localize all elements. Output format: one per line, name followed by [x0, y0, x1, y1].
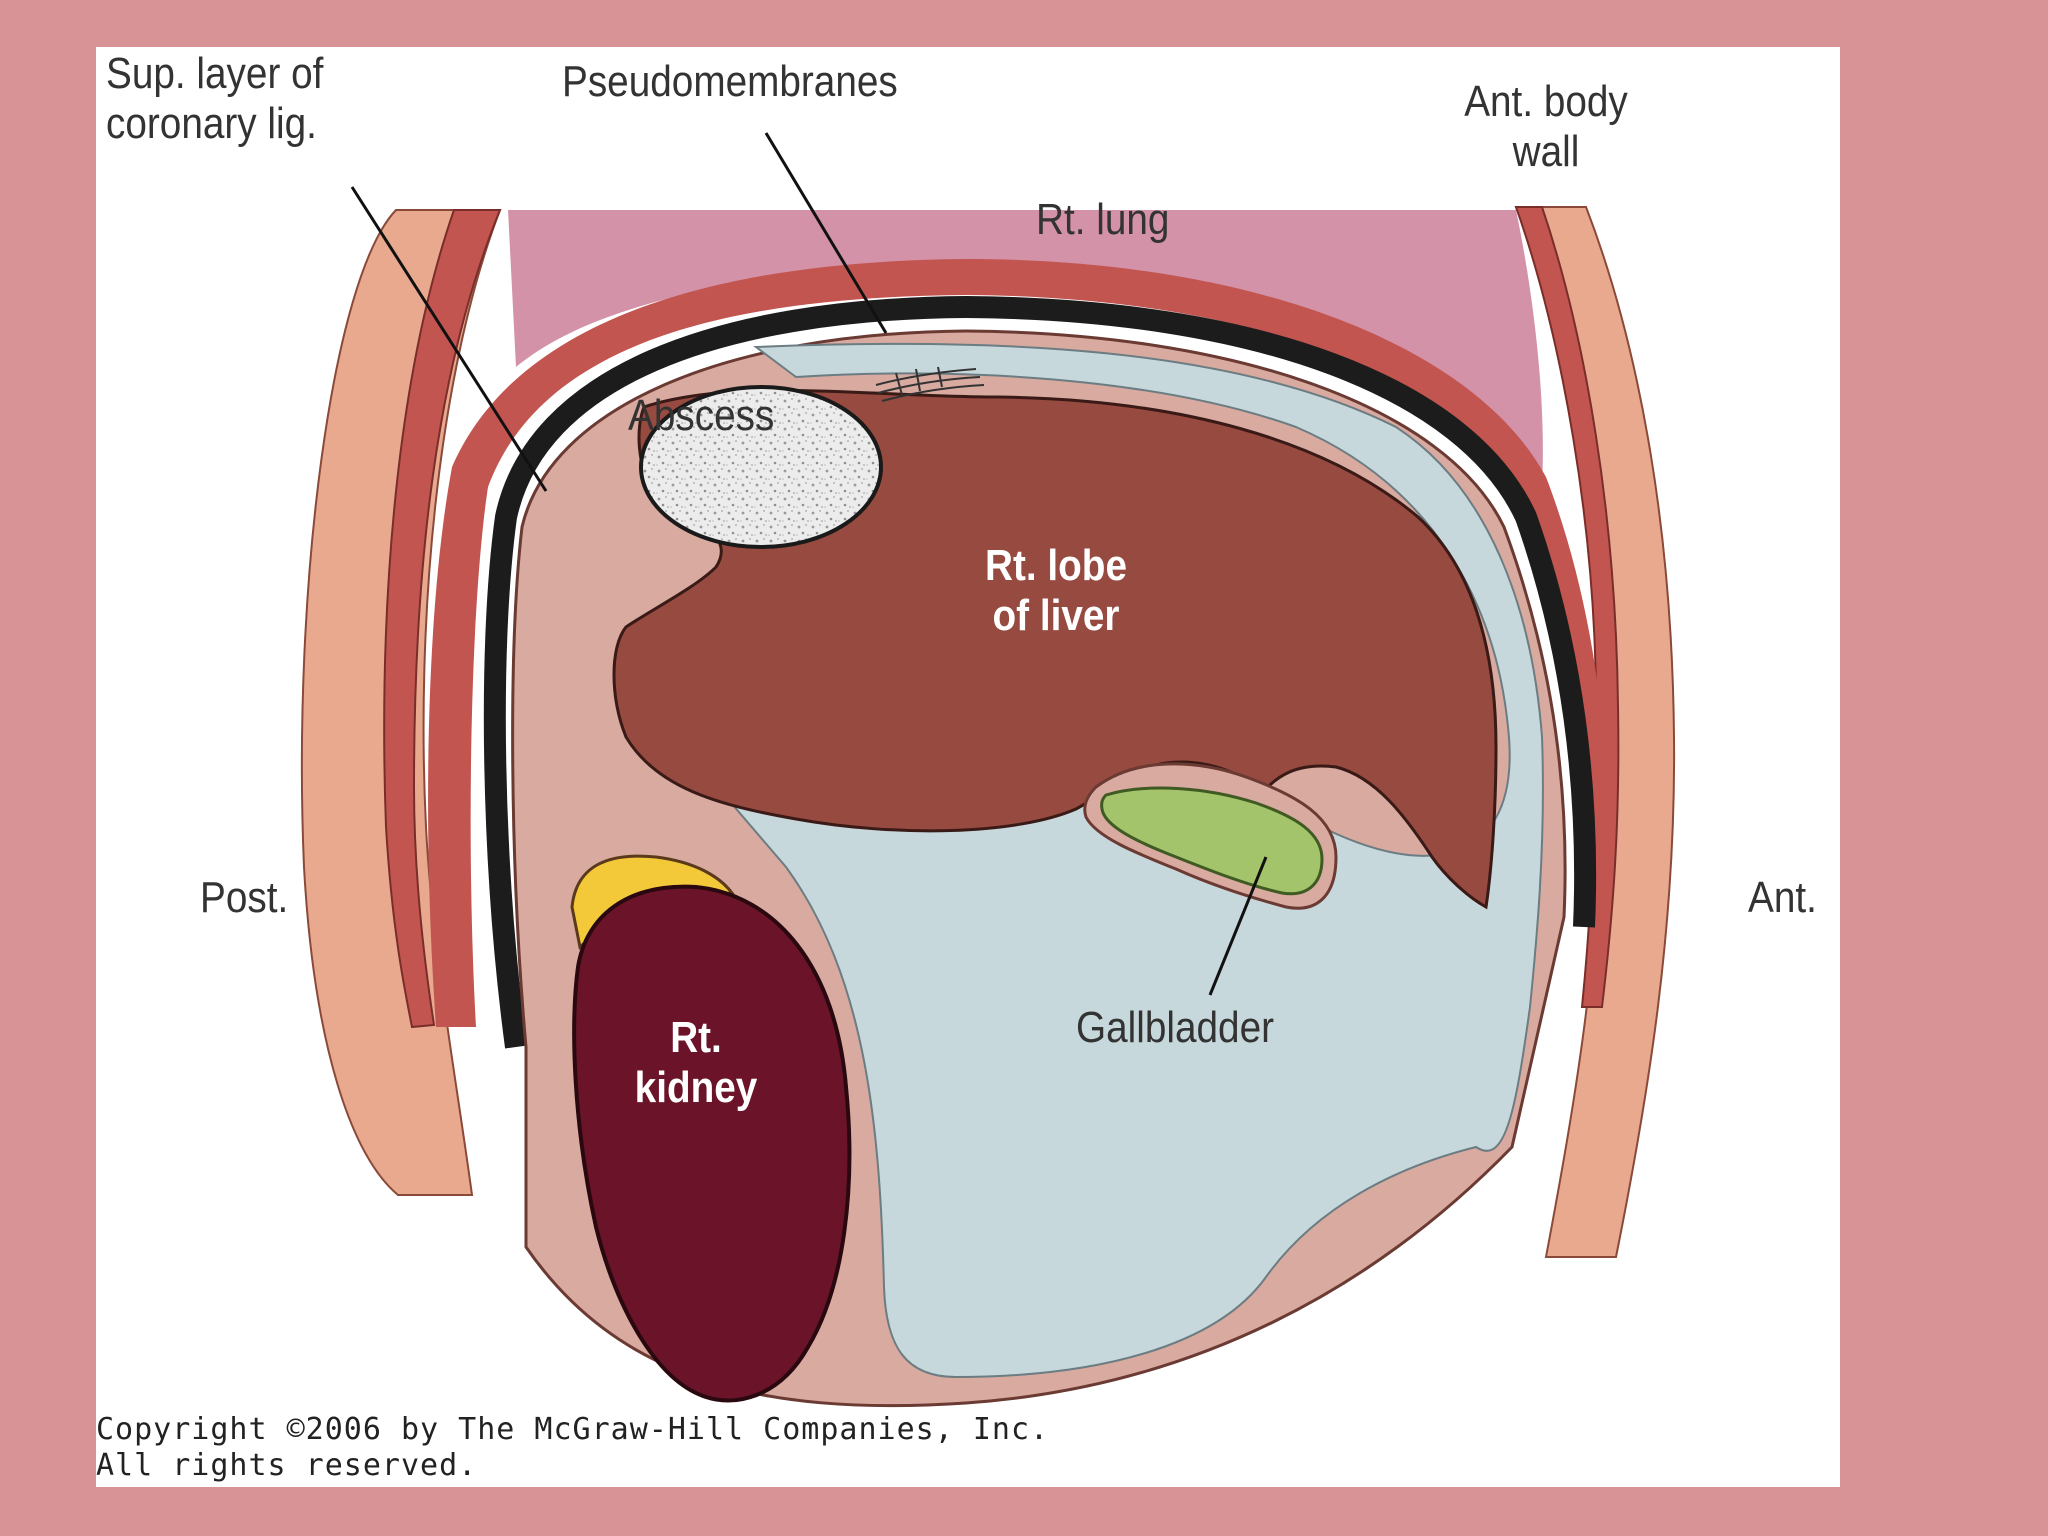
abscess: [639, 385, 883, 549]
copyright-line2: All rights reserved.: [96, 1448, 478, 1483]
liver-label-line2: of liver: [992, 591, 1120, 640]
coronary-ligament-label-line2: coronary lig.: [106, 99, 317, 148]
anterior-label: Ant.: [1748, 873, 1817, 922]
gallbladder-label: Gallbladder: [1076, 1003, 1275, 1052]
figure-panel: Sup. layer of coronary lig. Pseudomembra…: [96, 47, 1840, 1487]
posterior-label: Post.: [200, 873, 289, 922]
posterior-muscle-layer: [383, 209, 502, 1029]
kidney: [572, 884, 852, 1403]
ant-body-wall-label-line2: wall: [1512, 127, 1580, 176]
peritoneal-cavity: [724, 342, 1544, 1379]
gallbladder: [1100, 786, 1324, 896]
pseudomembrane-strands: [875, 366, 985, 402]
rt-lung-label: Rt. lung: [1036, 195, 1170, 244]
ant-body-wall-label-line1: Ant. body: [1464, 77, 1628, 126]
abscess-label: Abscess: [628, 391, 775, 440]
coronary-leader-line: [350, 186, 548, 492]
anterior-muscle-layer: [1514, 206, 1620, 1008]
gallbladder-leader-line: [1208, 856, 1268, 996]
pseudomembranes-leader-line: [764, 132, 888, 334]
anatomy-diagram: [300, 132, 1676, 1408]
pseudomembranes-label: Pseudomembranes: [562, 57, 898, 106]
diaphragm-line: [483, 295, 1597, 1049]
copyright-line1: Copyright ©2006 by The McGraw-Hill Compa…: [96, 1412, 1050, 1447]
liver-label-line1: Rt. lobe: [985, 541, 1127, 590]
kidney-label-line1: Rt.: [670, 1013, 722, 1062]
kidney-label-line2: kidney: [634, 1063, 758, 1112]
coronary-ligament-label-line1: Sup. layer of: [106, 49, 324, 98]
